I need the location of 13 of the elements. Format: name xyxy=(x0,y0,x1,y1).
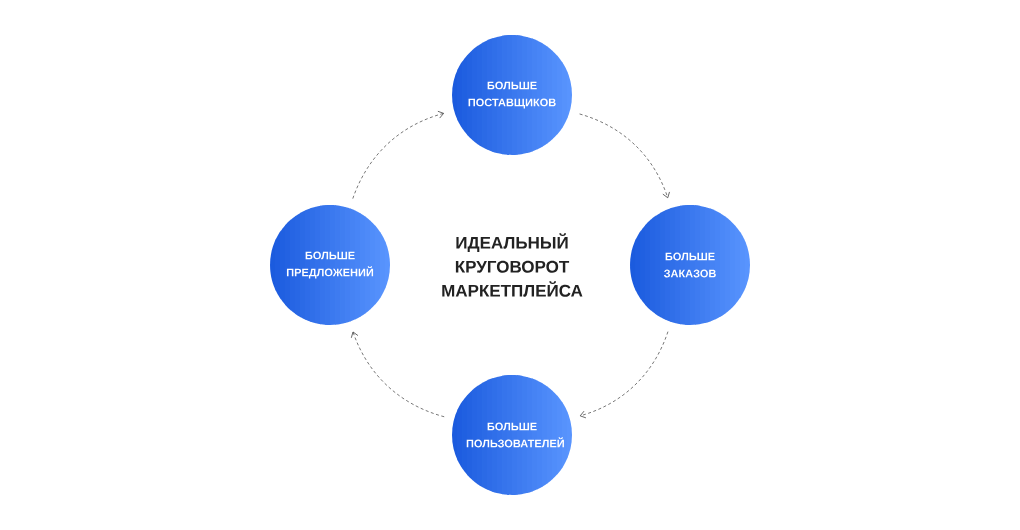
dashed-arrow xyxy=(579,331,669,419)
circle-node: БОЛЬШЕ ПОСТАВЩИКОВ xyxy=(452,35,572,155)
node-label: БОЛЬШЕ ПОЛЬЗОВАТЕЛЕЙ xyxy=(466,422,564,448)
circle-node: БОЛЬШЕ ЗАКАЗОВ xyxy=(630,205,750,325)
title: ИДЕАЛЬНЫЙ КРУГОВОРОТ МАРКЕТПЛЕЙСА xyxy=(442,233,583,297)
node-label: БОЛЬШЕ ПРЕДЛОЖЕНИЙ xyxy=(286,251,374,279)
node-label: БОЛЬШЕ ПОСТАВЩИКОВ xyxy=(468,81,556,109)
dashed-arrow xyxy=(579,113,670,199)
circle-node: БОЛЬШЕ ПОЛЬЗОВАТЕЛЕЙ xyxy=(452,375,572,495)
dashed-arrow xyxy=(352,110,444,199)
circle-node: БОЛЬШЕ ПРЕДЛОЖЕНИЙ xyxy=(270,205,390,325)
node-label: БОЛЬШЕ ЗАКАЗОВ xyxy=(663,252,716,278)
dashed-arrow xyxy=(350,331,445,418)
